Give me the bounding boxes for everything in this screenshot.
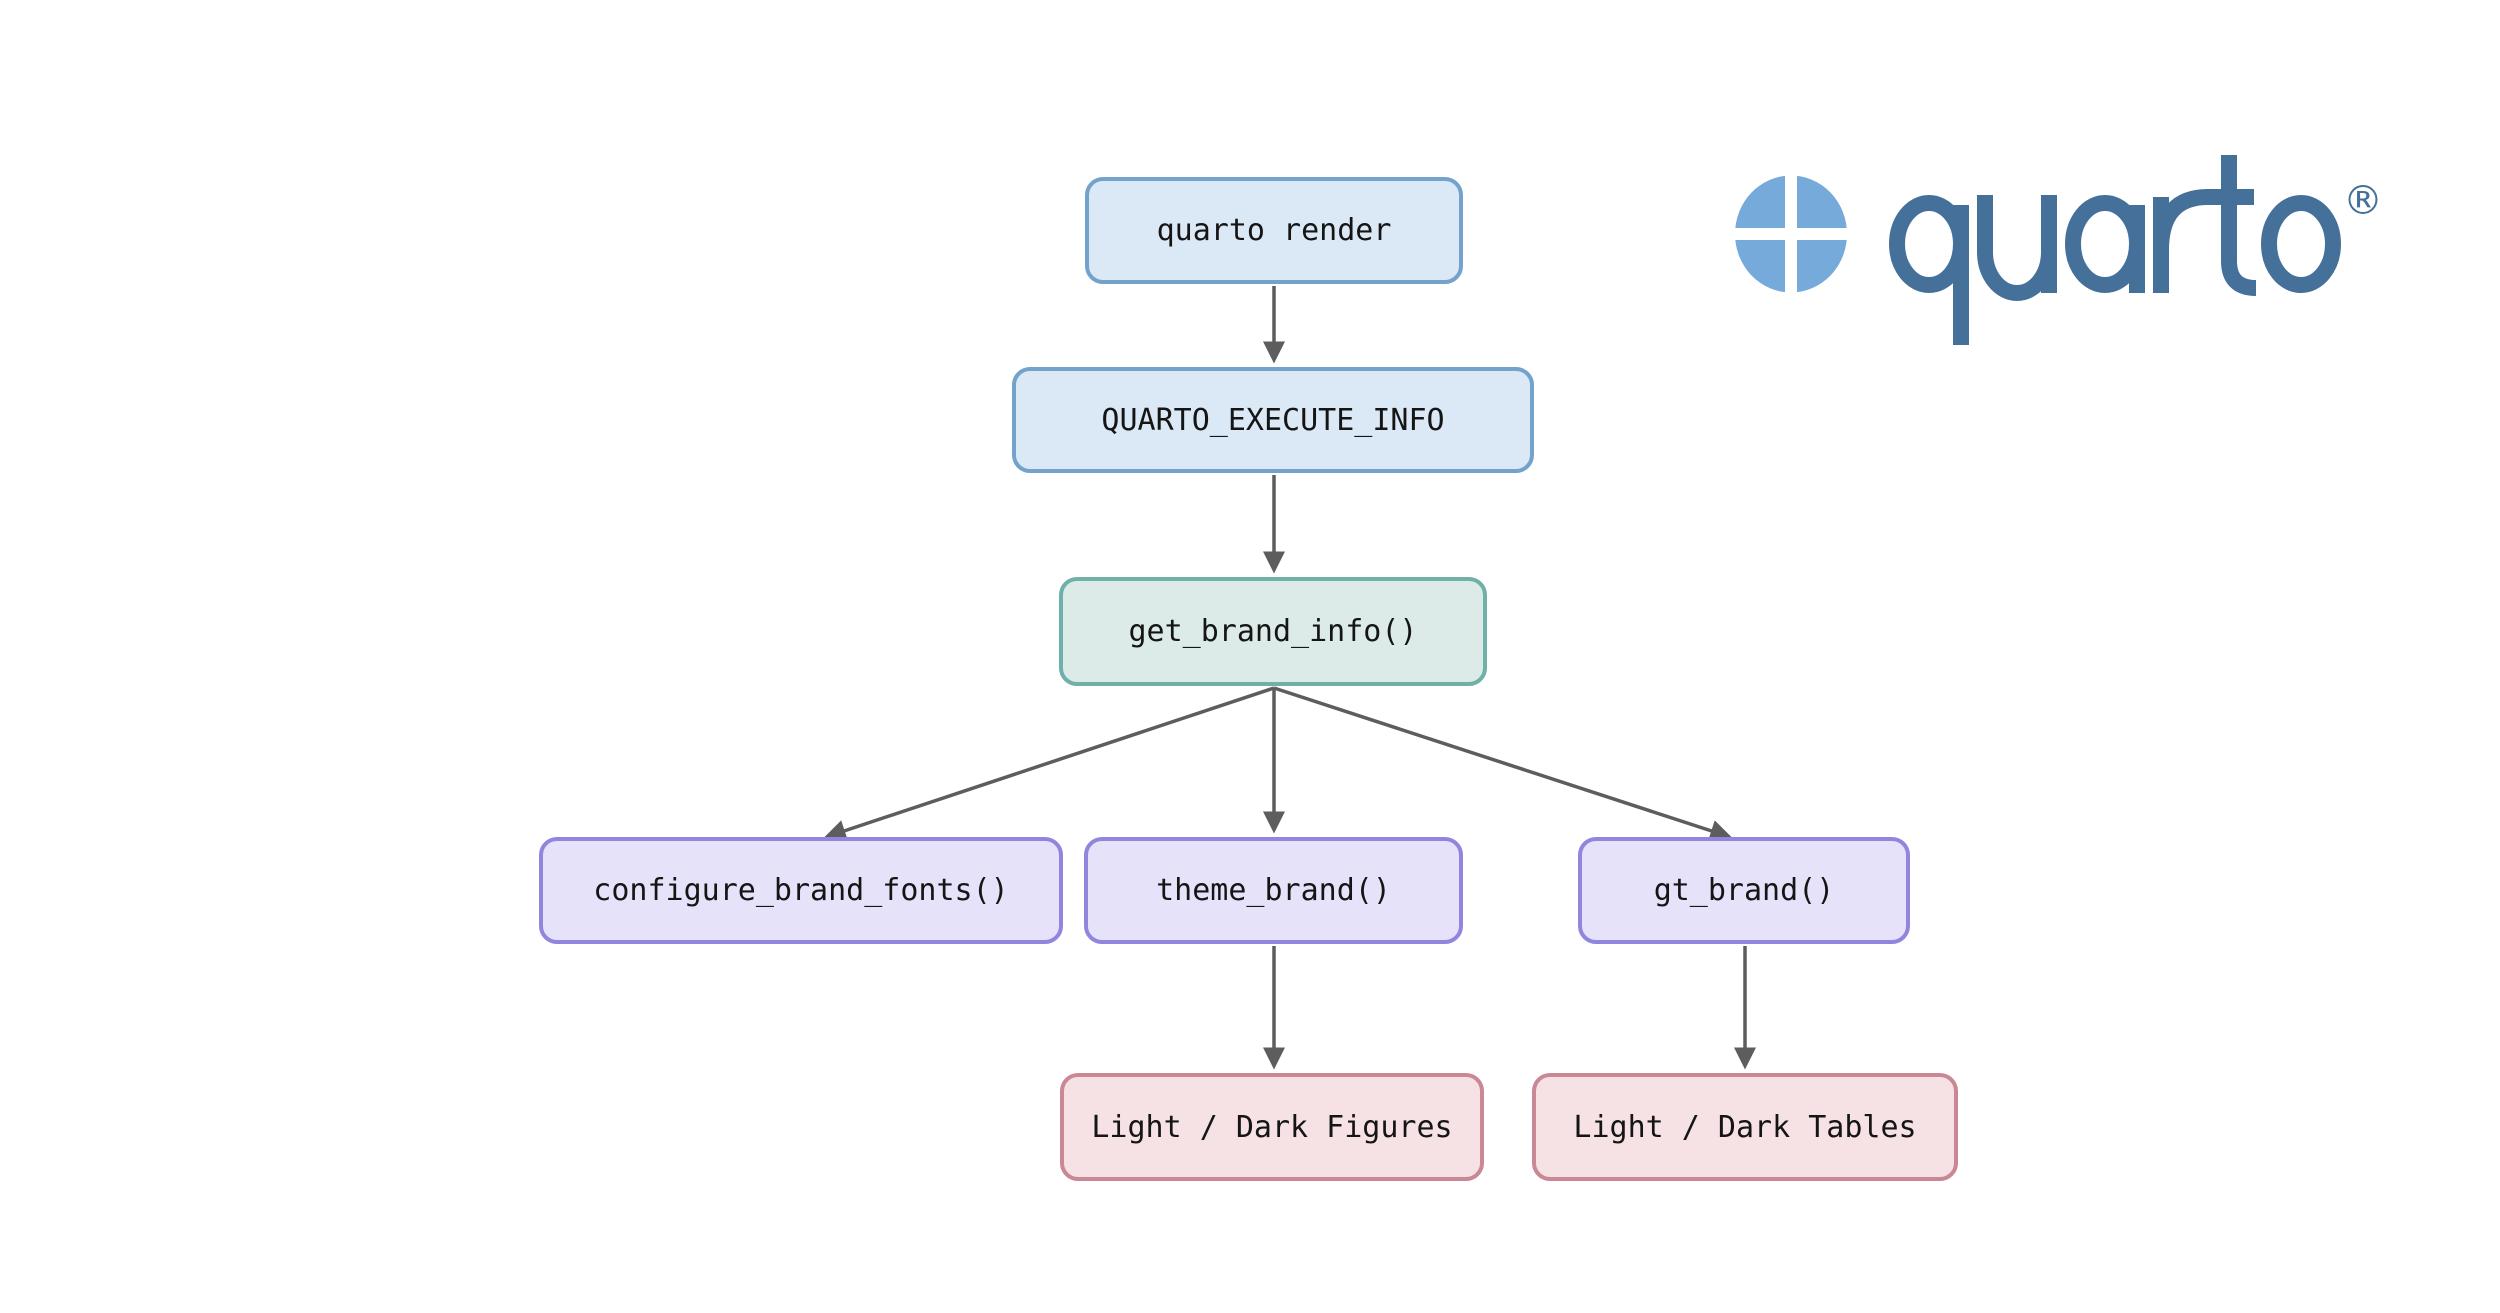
node-light-dark-tables: Light / Dark Tables xyxy=(1532,1073,1958,1181)
node-light-dark-figures: Light / Dark Figures xyxy=(1060,1073,1484,1181)
node-label: quarto render xyxy=(1156,213,1392,248)
edge-getbrandinfo-to-gtbrand xyxy=(1273,686,1733,842)
node-label: QUARTO_EXECUTE_INFO xyxy=(1101,402,1445,438)
node-label: Light / Dark Tables xyxy=(1573,1109,1917,1145)
node-label: Light / Dark Figures xyxy=(1091,1109,1453,1145)
node-label: theme_brand() xyxy=(1156,873,1391,908)
node-label: configure_brand_fonts() xyxy=(593,873,1009,908)
node-theme-brand: theme_brand() xyxy=(1084,837,1463,944)
node-configure-brand-fonts: configure_brand_fonts() xyxy=(539,837,1063,944)
node-quarto-execute-info: QUARTO_EXECUTE_INFO xyxy=(1012,367,1534,473)
node-label: get_brand_info() xyxy=(1128,614,1418,649)
node-label: gt_brand() xyxy=(1653,873,1835,908)
node-quarto-render: quarto render xyxy=(1085,177,1463,284)
node-gt-brand: gt_brand() xyxy=(1578,837,1910,944)
edge-getbrandinfo-to-configurebrandfonts xyxy=(823,686,1275,842)
node-get-brand-info: get_brand_info() xyxy=(1059,577,1487,686)
